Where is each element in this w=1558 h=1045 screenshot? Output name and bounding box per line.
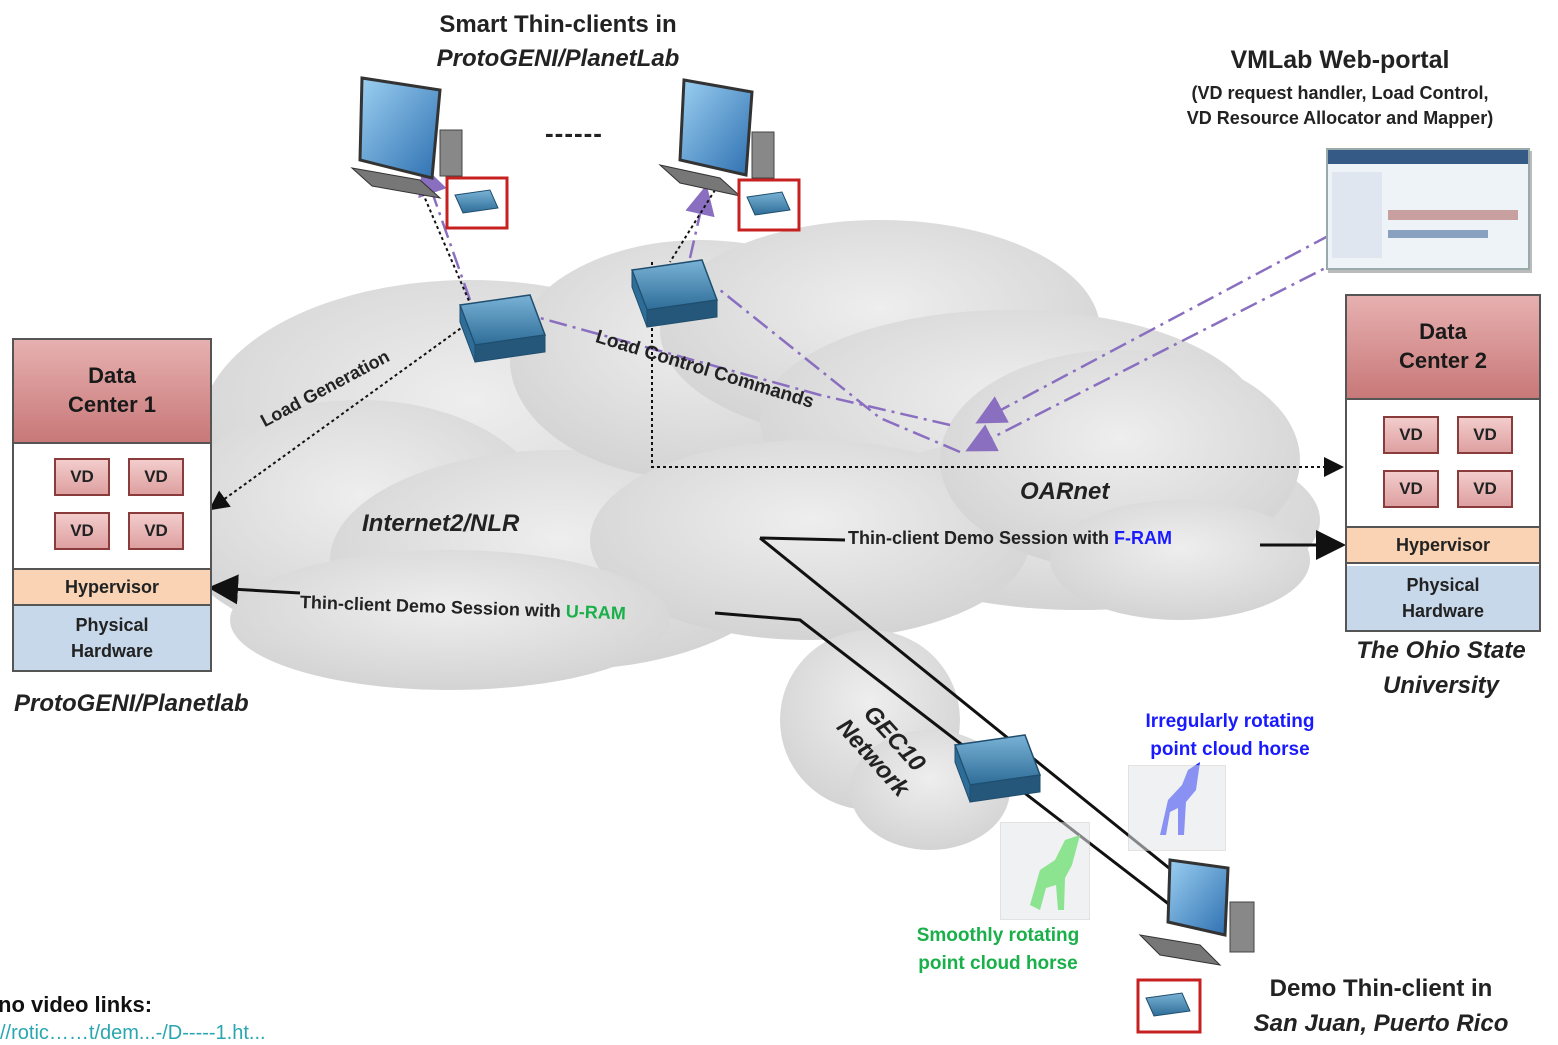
virtual-desktop: VD xyxy=(54,512,110,550)
switch-icon-2 xyxy=(630,259,719,328)
demo-thin-client-computer xyxy=(1138,858,1255,966)
internet2-label: Internet2/NLR xyxy=(362,510,520,537)
oarnet-label: OARnet xyxy=(1020,478,1110,505)
thin-client-computer-1 xyxy=(350,76,463,199)
smart-thin-clients-title: Smart Thin-clients in ProtoGENI/PlanetLa… xyxy=(436,11,680,72)
client-ellipsis: ------ xyxy=(545,118,603,148)
client-switch-box-2 xyxy=(737,178,801,232)
internet-cloud xyxy=(170,220,1320,850)
vmlab-portal-title: VMLab Web-portal (VD request handler, Lo… xyxy=(1186,46,1494,128)
switch-icon-1 xyxy=(458,294,547,363)
virtual-desktop: VD xyxy=(54,458,110,496)
client-switch-box-3 xyxy=(1136,978,1202,1034)
portal-logos-2 xyxy=(1388,230,1488,238)
video-links-heading: no video links: xyxy=(0,992,153,1017)
client-switch-box-1 xyxy=(445,176,509,230)
vmlab-portal-screenshot[interactable] xyxy=(1326,148,1530,270)
fram-session-label: Thin-client Demo Session with F-RAM xyxy=(848,528,1173,548)
virtual-desktop: VD xyxy=(1383,470,1439,508)
demo-thin-client-caption: Demo Thin-client in San Juan, Puerto Ric… xyxy=(1253,975,1509,1037)
smooth-horse-thumbnail xyxy=(1000,822,1090,920)
virtual-desktop: VD xyxy=(128,458,184,496)
video-link-1[interactable]: //rotic……t/dem...-/D-----1.ht... xyxy=(0,1022,266,1044)
fram-tag: F-RAM xyxy=(1114,528,1173,548)
thin-client-computer-2 xyxy=(658,78,775,197)
virtual-desktop: VD xyxy=(1457,470,1513,508)
hypervisor-layer: Hypervisor xyxy=(14,568,210,606)
irregular-horse-thumbnail xyxy=(1128,765,1226,851)
virtual-desktop: VD xyxy=(1457,416,1513,454)
portal-sidebar xyxy=(1332,172,1382,258)
portal-header-bar xyxy=(1328,150,1528,164)
virtual-desktop: VD xyxy=(1383,416,1439,454)
portal-logos xyxy=(1388,210,1518,220)
switch-icon-3 xyxy=(953,734,1042,803)
uram-tag: U-RAM xyxy=(565,601,627,624)
virtual-desktop: VD xyxy=(128,512,184,550)
hypervisor-layer: Hypervisor xyxy=(1347,526,1539,564)
data-center-1-caption: ProtoGENI/Planetlab xyxy=(14,690,249,717)
